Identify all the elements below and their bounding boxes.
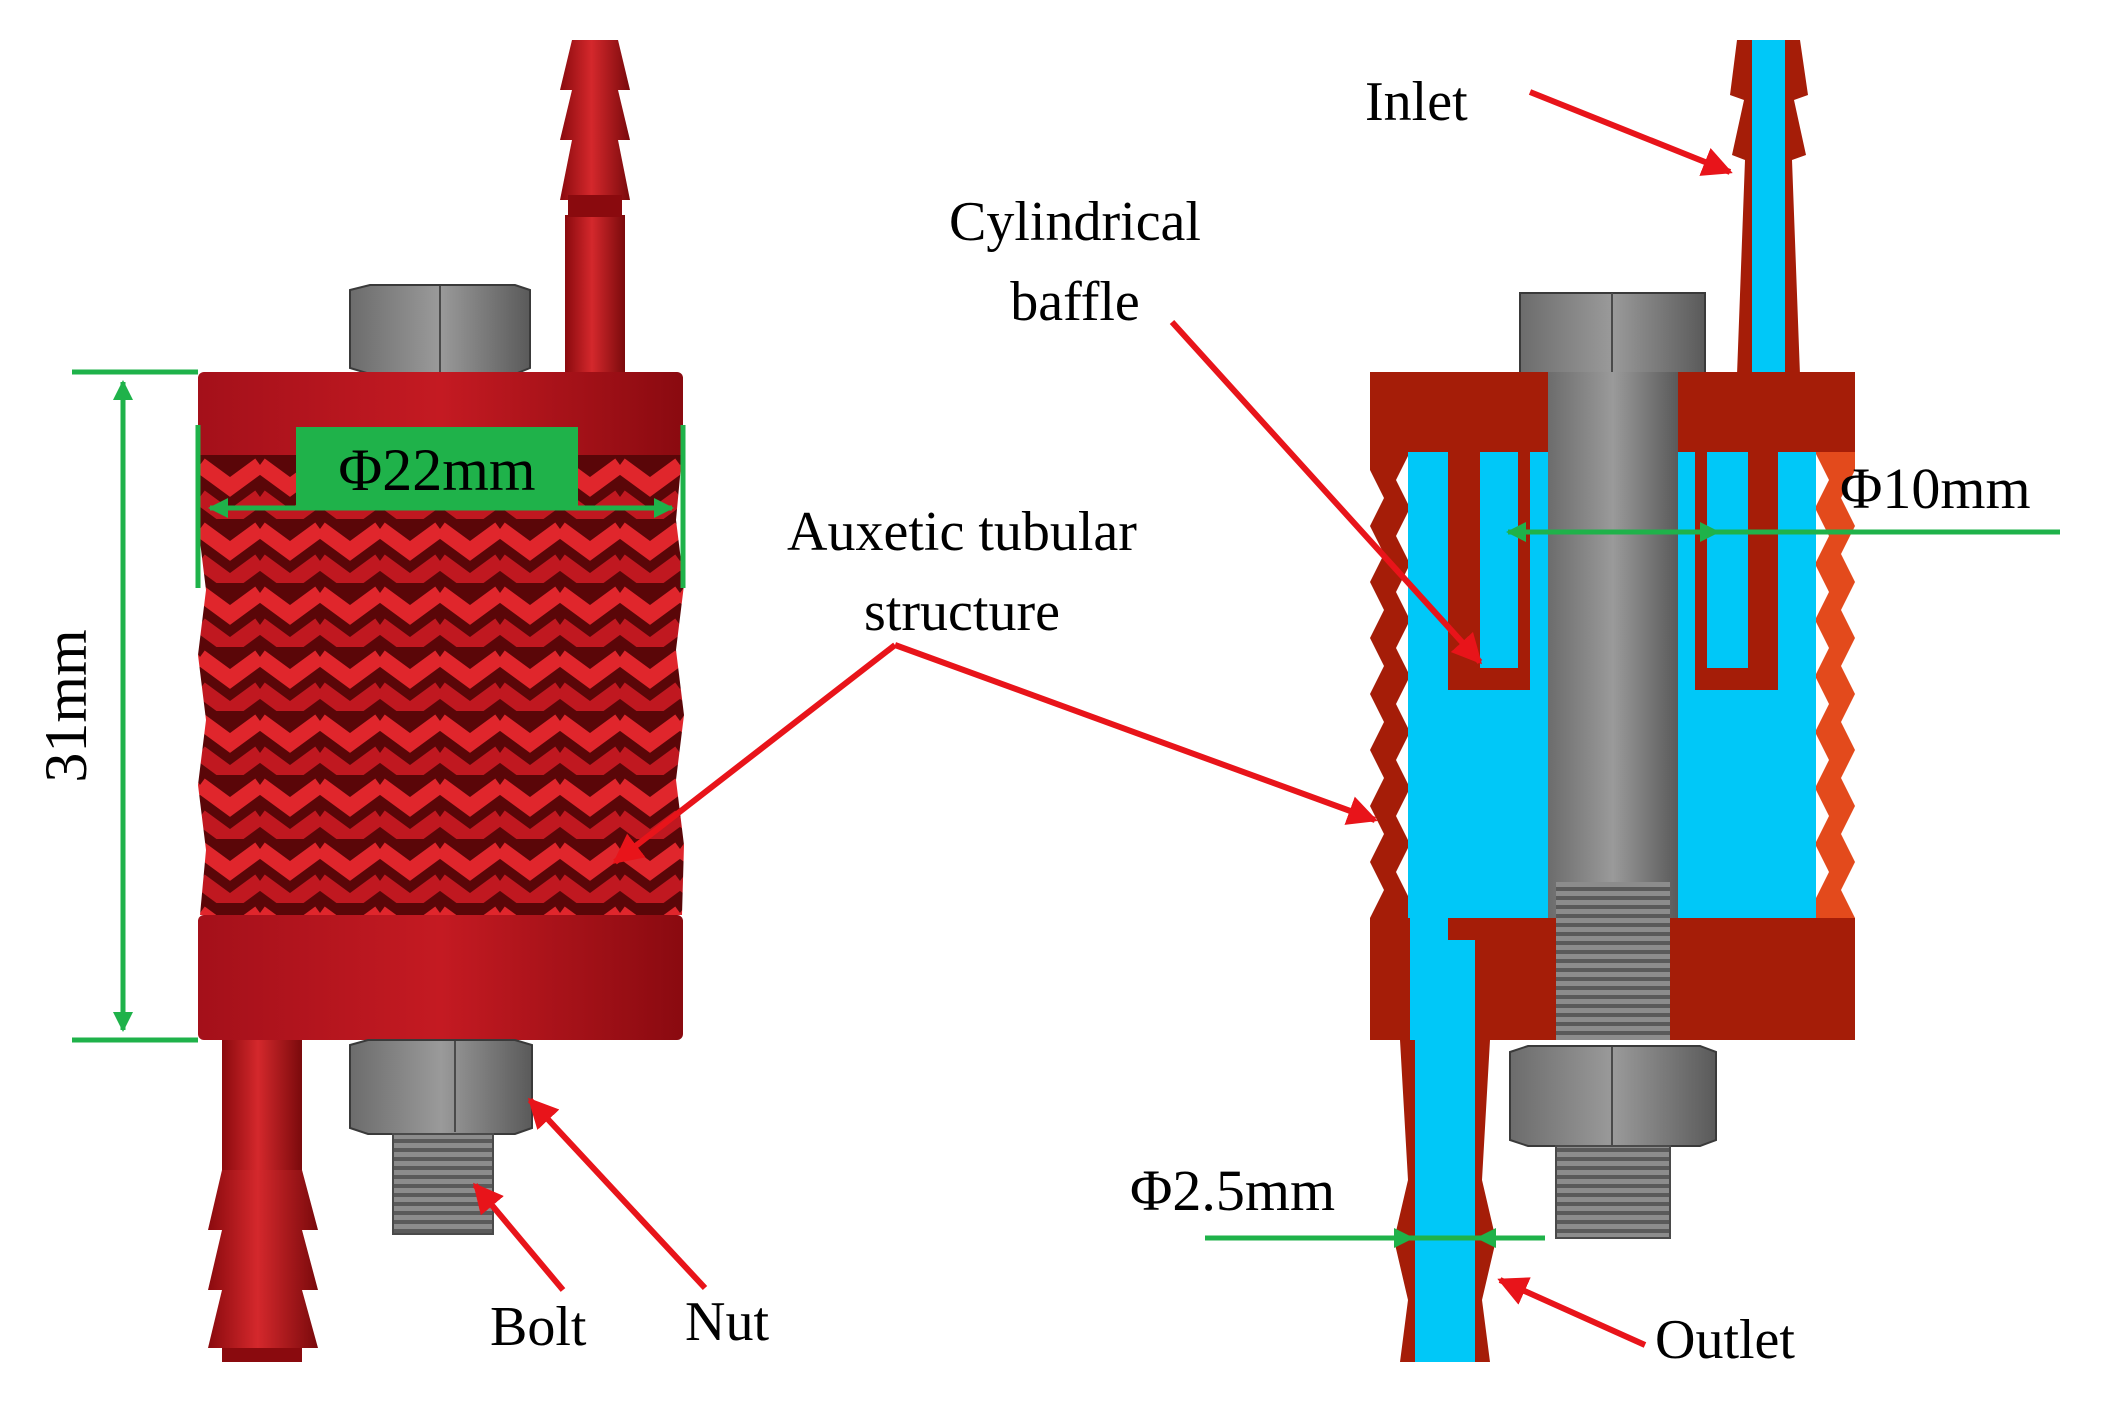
- label-inlet: Inlet: [1365, 71, 1468, 133]
- dimension-height: [72, 369, 198, 1043]
- nut-section: [1509, 1045, 1717, 1147]
- arrow-baffle: [1169, 319, 1483, 665]
- auxetic-wall-section: [1370, 452, 1855, 918]
- cylindrical-baffle-section: [1448, 430, 1778, 690]
- arrow-inlet: [1528, 89, 1733, 176]
- exterior-view: [198, 40, 684, 1362]
- label-auxetic-2: structure: [864, 581, 1060, 643]
- auxetic-tube-exterior: [198, 455, 684, 915]
- label-outlet: Outlet: [1655, 1309, 1795, 1371]
- dimension-outlet-diameter-label: Φ2.5mm: [1130, 1158, 1335, 1223]
- dimension-outer-diameter-label: Φ22mm: [338, 437, 535, 503]
- arrow-bolt: [472, 1182, 566, 1292]
- dimension-height-label: 31mm: [33, 629, 99, 782]
- bolt-head-top: [349, 284, 531, 375]
- inlet-tube-exterior: [560, 40, 630, 375]
- arrow-outlet: [1497, 1277, 1647, 1348]
- label-auxetic-1: Auxetic tubular: [787, 501, 1137, 563]
- inlet-tube-section: [1730, 40, 1808, 375]
- bolt-thread-section: [1555, 1145, 1671, 1239]
- dimension-baffle-diameter-label: Φ10mm: [1840, 456, 2031, 521]
- label-baffle-2: baffle: [1010, 271, 1140, 333]
- nut-exterior: [349, 1039, 533, 1135]
- label-bolt: Bolt: [490, 1296, 587, 1358]
- bottom-cap: [198, 915, 683, 1040]
- bolt-head-section: [1519, 292, 1706, 374]
- arrow-auxetic-right: [893, 642, 1378, 825]
- arrow-auxetic-left: [612, 642, 897, 865]
- label-baffle-1: Cylindrical: [949, 191, 1201, 253]
- arrow-nut: [527, 1097, 708, 1291]
- leader-arrows: [472, 89, 1733, 1348]
- dimension-outer-diameter-box: [296, 427, 578, 509]
- outlet-tube-section: [1394, 940, 1496, 1362]
- outlet-tube-exterior: [208, 1040, 318, 1362]
- section-view: [1370, 40, 1855, 1362]
- label-nut: Nut: [685, 1291, 769, 1353]
